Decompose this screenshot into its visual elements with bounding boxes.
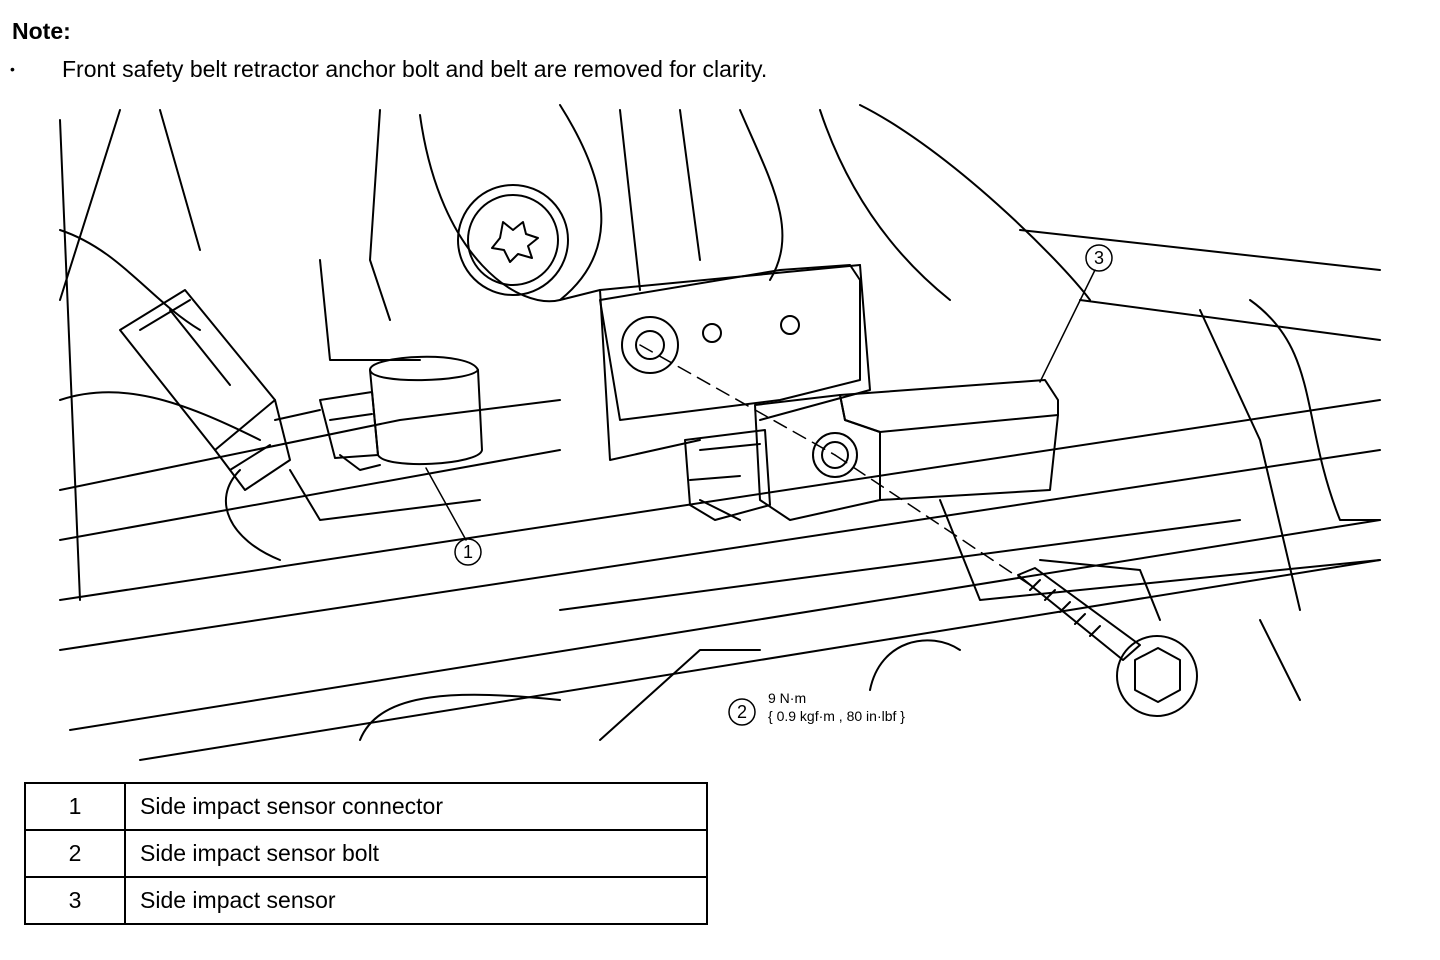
bullet-icon: • — [10, 61, 15, 77]
callout-3-label: 3 — [1094, 248, 1104, 268]
legend-num: 2 — [24, 829, 126, 878]
legend-desc: Side impact sensor bolt — [124, 829, 708, 878]
callout-1 — [454, 538, 482, 566]
harness-plug — [119, 289, 321, 491]
torque-value: 9 N·m — [768, 690, 807, 706]
callout-3 — [1085, 244, 1113, 272]
legend-table: 1 Side impact sensor connector 2 Side im… — [24, 782, 708, 925]
legend-desc: Side impact sensor — [124, 876, 708, 925]
table-row: 3 Side impact sensor — [24, 876, 708, 925]
sensor-mount-bracket — [599, 264, 861, 421]
sensor-connector — [319, 355, 483, 471]
body-structure-lines — [59, 104, 1381, 761]
legend-num: 1 — [24, 782, 126, 831]
torque-alt: { 0.9 kgf·m , 80 in·lbf } — [768, 708, 905, 724]
note-title: Note: — [12, 18, 71, 44]
callout-1-label: 1 — [463, 542, 473, 562]
callout-circles — [454, 244, 1113, 726]
retractor-mount-fastener — [457, 184, 569, 296]
table-row: 2 Side impact sensor bolt — [24, 829, 708, 878]
callout-2 — [728, 698, 756, 726]
callout-leaders — [425, 269, 1096, 541]
torque-spec: 9 N·m { 0.9 kgf·m , 80 in·lbf } — [768, 689, 905, 725]
legend-num: 3 — [24, 876, 126, 925]
table-row: 1 Side impact sensor connector — [24, 782, 708, 831]
side-impact-sensor — [684, 379, 1059, 521]
legend-desc: Side impact sensor connector — [124, 782, 708, 831]
sensor-bolt — [1017, 567, 1198, 717]
note-item: • Front safety belt retractor anchor bolt… — [10, 56, 767, 83]
note-text: Front safety belt retractor anchor bolt … — [62, 56, 768, 82]
installation-guide-lines — [639, 344, 1031, 586]
callout-2-label: 2 — [737, 702, 747, 722]
